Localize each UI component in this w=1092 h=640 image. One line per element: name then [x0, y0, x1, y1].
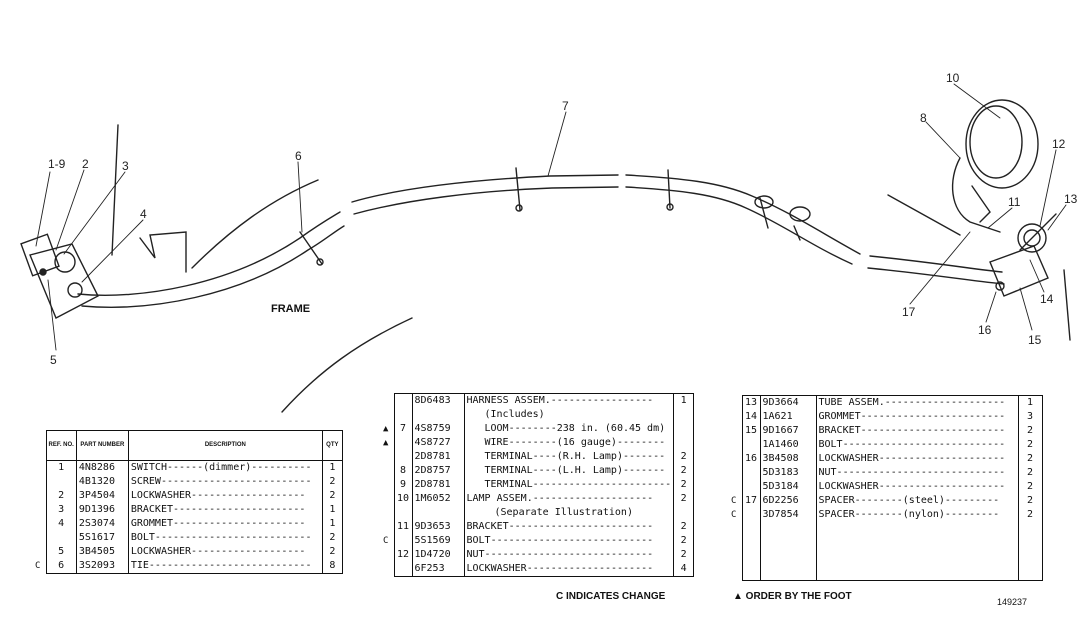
frame-line-right	[887, 194, 961, 236]
table-filler	[726, 522, 1043, 581]
col-ref-no: REF. NO.	[45, 430, 77, 461]
frame-line-diagonal-left	[191, 179, 319, 269]
col-qty: QTY	[321, 430, 343, 461]
col-description: DESCRIPTION	[127, 430, 323, 461]
lamp-assembly	[951, 99, 1057, 297]
frame-label: FRAME	[271, 303, 310, 315]
callout-16: 16	[978, 323, 992, 337]
change-note: C INDICATES CHANGE	[556, 591, 666, 602]
callout-7: 7	[562, 99, 569, 113]
callout-12: 12	[1052, 137, 1066, 151]
callout-5: 5	[50, 353, 57, 367]
callout-17: 17	[902, 305, 916, 319]
frame-line-bottom	[281, 317, 413, 413]
figure-number: 149237	[997, 597, 1028, 607]
callout-13: 13	[1064, 192, 1078, 206]
harness-loom	[77, 174, 1005, 308]
callout-11: 11	[1008, 195, 1021, 209]
leader-lines	[35, 83, 1067, 351]
callout-15: 15	[1028, 333, 1042, 347]
callout-10: 10	[946, 71, 960, 85]
table-row: (Includes)	[378, 408, 695, 422]
dimmer-switch-assembly	[20, 231, 187, 319]
callout-2: 2	[82, 157, 89, 171]
frame-line-left	[111, 124, 119, 256]
order-by-foot-note: ▲ ORDER BY THE FOOT	[733, 591, 852, 602]
harness-ties	[299, 167, 811, 266]
col-part-number: PART NUMBER	[75, 430, 129, 461]
callout-4: 4	[140, 207, 147, 221]
callout-1-9: 1-9	[48, 157, 66, 171]
callout-14: 14	[1040, 292, 1054, 306]
callout-3: 3	[122, 159, 129, 173]
table-row: (Separate Illustration)	[378, 506, 695, 520]
callout-labels: 1-9 2 3 4 5 6 7 8 10 11 12 13 14 15 16 1…	[48, 71, 1078, 367]
frame-edge-right	[1063, 269, 1071, 341]
callout-8: 8	[920, 111, 927, 125]
callout-6: 6	[295, 149, 302, 163]
